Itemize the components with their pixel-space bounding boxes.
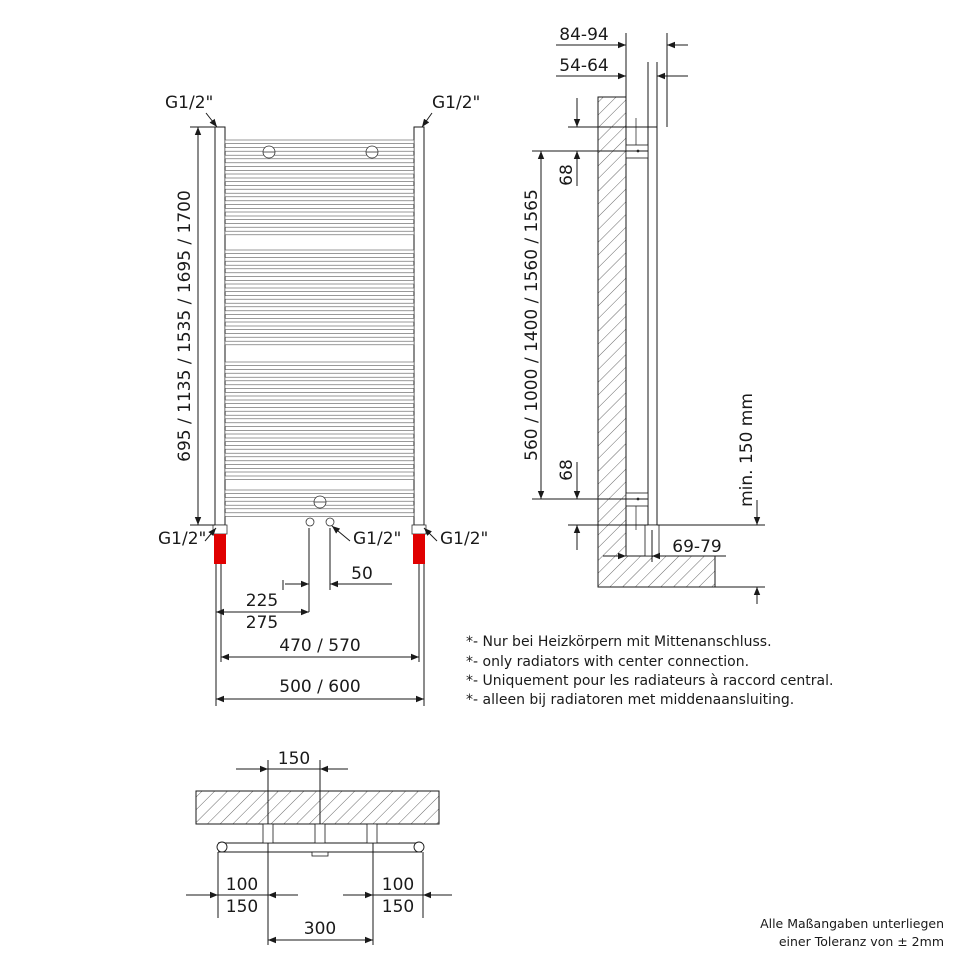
heating-tube [224,154,415,160]
heating-tube [224,147,415,152]
air-vent-icon [365,145,379,159]
heating-tube [224,384,415,389]
right-dim-label-2: 150 [382,897,414,917]
heating-tube [224,287,415,292]
connection-label-bottom-right: G1/2" [440,529,488,549]
heating-tube [224,200,415,205]
note-dutch: *- alleen bij radiatoren met middenaansl… [466,692,794,708]
connection-label-top-left: G1/2" [165,93,213,113]
heating-tube [224,192,415,198]
right-rail [413,126,425,526]
side-rail [647,126,658,526]
heating-tube [224,264,415,270]
right-pipe-stub [411,524,427,564]
bracket-bottom-offset-label: 68 [557,459,577,481]
depth-outer-label: 84-94 [559,25,608,45]
left-dim-label-1: 100 [226,875,258,895]
left-rail [214,126,226,526]
bracket-spacing-bottom-label: 300 [304,919,336,939]
note-french: *- Uniquement pour les radiateurs à racc… [466,673,833,689]
inner-width-label: 470 / 570 [279,636,360,656]
side-view: 84-94 54-64 68 560 / 1000 / 1400 / 1560 … [522,25,765,604]
heating-tubes [224,139,415,517]
heating-tube [224,295,415,300]
heating-tube [224,475,415,480]
heating-tube [224,230,415,236]
heating-tube [224,318,415,323]
bracket-spacing-label: 560 / 1000 / 1400 / 1560 / 1565 [522,189,542,461]
center-position-label-2: 275 [246,613,278,633]
heating-tube [224,162,415,167]
heating-tube [224,340,415,346]
heating-tube [224,223,415,228]
depth-inner-label: 54-64 [559,56,608,76]
connection-label-top-right: G1/2" [432,93,480,113]
heating-tube [224,325,415,330]
heating-tube [224,445,415,450]
heating-tube [224,249,415,254]
note-english: *- only radiators with center connection… [466,654,749,670]
heating-tube [224,392,415,397]
heating-tube [224,376,415,382]
center-valve-icon [305,517,335,527]
heating-tube [224,489,415,494]
connection-label-bottom-center: G1/2" [353,529,401,549]
top-bracket-left [262,823,274,844]
heating-tube [224,468,415,473]
heating-tube [224,272,415,277]
heating-tube [224,512,415,517]
right-dim-label-1: 100 [382,875,414,895]
top-bracket-right [366,823,378,844]
top-view: 150 100 150 100 150 300 [186,749,452,945]
center-offset-label: 50 [351,564,373,584]
top-bracket-center [314,823,326,844]
heating-tube [224,208,415,213]
bracket-top-offset-label: 68 [557,164,577,186]
center-connection-plug-icon [313,495,327,509]
left-pipe-stub [212,524,228,564]
heating-tube [224,422,415,427]
wall-distance-label: 69-79 [672,537,721,557]
note-german: *- Nur bei Heizkörpern mit Mittenanschlu… [466,634,772,650]
wall-bracket-top [625,118,649,159]
heating-tube [224,414,415,420]
top-wall-section [195,790,440,825]
floor-clearance-label: min. 150 mm [737,393,757,507]
center-position-label-1: 225 [246,591,278,611]
heating-tube [224,280,415,285]
heating-tube [224,185,415,190]
tolerance-line-1: Alle Maßangaben unterliegen [760,916,944,931]
heating-tube [224,310,415,315]
heating-tube [224,302,415,308]
heating-tube [224,430,415,435]
heating-tube [224,399,415,404]
center-spacing-label: 150 [278,749,310,769]
connection-label-bottom-left: G1/2" [158,529,206,549]
notes-block: *- Nur bei Heizkörpern mit Mittenanschlu… [466,634,833,708]
heating-tube [224,452,415,458]
heating-tube [224,170,415,175]
heating-tube [224,215,415,220]
heating-tube [224,139,415,144]
tolerance-line-2: einer Toleranz von ± 2mm [779,934,944,949]
heating-tube [224,407,415,412]
tolerance-note: Alle Maßangaben unterliegen einer Tolera… [760,916,944,949]
air-vent-icon [262,145,276,159]
heating-tube [224,437,415,442]
heating-tube [224,257,415,262]
heating-tube [224,333,415,338]
heating-tube [224,177,415,182]
heating-tube [224,460,415,465]
front-view: G1/2" G1/2" G1/2" G1/2" G1/2" 695 / 1135… [158,93,488,706]
outer-width-label: 500 / 600 [279,677,360,697]
heating-tube [224,361,415,366]
heating-tube [224,369,415,374]
height-dimension-label: 695 / 1135 / 1535 / 1695 / 1700 [175,190,195,462]
left-dim-label-2: 150 [226,897,258,917]
